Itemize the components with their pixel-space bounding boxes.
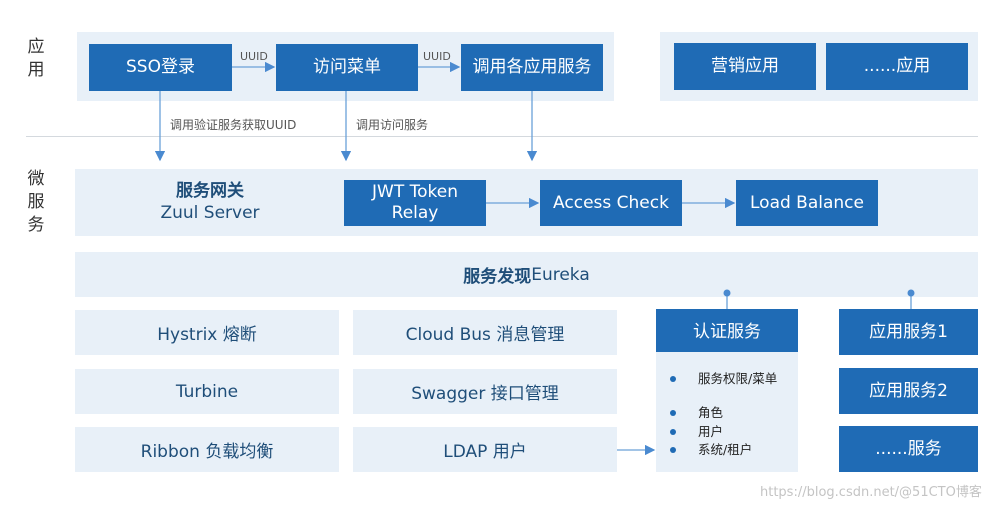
auth-service-box: 认证服务 (656, 309, 798, 355)
more-services-box: ......服务 (839, 426, 978, 472)
uuid-label: UUID (240, 50, 268, 63)
gateway-title-cn: 服务网关 (176, 181, 244, 201)
swagger-box: Swagger 接口管理 (353, 369, 617, 414)
auth-items-list: 服务权限/菜单 角色 用户 系统/租户 (656, 352, 798, 472)
layer-label-app-char: 应 (27, 37, 45, 57)
turbine-box: Turbine (75, 369, 339, 414)
ldap-box: LDAP 用户 (353, 427, 617, 472)
more-apps-box: ......应用 (826, 43, 968, 90)
hystrix-box: Hystrix 熔断 (75, 310, 339, 355)
layer-label-micro-char: 务 (27, 215, 45, 235)
jwt-token-relay-box: JWT Token Relay (344, 180, 486, 226)
service-discovery-band: 服务发现 Eureka (75, 252, 978, 297)
load-balance-box: Load Balance (736, 180, 878, 226)
layer-label-app: 应 用 (26, 36, 46, 82)
discovery-title-rest: Eureka (531, 264, 590, 285)
app-service-2-box: 应用服务2 (839, 368, 978, 414)
watermark: https://blog.csdn.net/@51CTO博客 (760, 485, 982, 500)
layer-label-micro-char: 服 (27, 192, 45, 212)
marketing-app-box: 营销应用 (674, 43, 816, 90)
gateway-title-en: Zuul Server (160, 203, 260, 223)
uuid-label: UUID (423, 50, 451, 63)
gateway-title: 服务网关 Zuul Server (140, 180, 280, 224)
ribbon-box: Ribbon 负载均衡 (75, 427, 339, 472)
discovery-title-bold: 服务发现 (463, 267, 532, 287)
note-access-service: 调用访问服务 (356, 118, 429, 132)
layer-label-app-char: 用 (27, 60, 45, 80)
note-get-uuid: 调用验证服务获取UUID (170, 118, 297, 132)
access-menu-box: 访问菜单 (276, 44, 418, 91)
svc-connector-dot (907, 289, 915, 297)
layer-label-microservice: 微 服 务 (26, 168, 46, 237)
call-app-services-box: 调用各应用服务 (461, 44, 603, 91)
access-check-box: Access Check (540, 180, 682, 226)
layer-divider (26, 136, 978, 137)
layer-label-micro-char: 微 (27, 169, 45, 189)
app-service-1-box: 应用服务1 (839, 309, 978, 355)
sso-login-box: SSO登录 (89, 44, 232, 91)
cloud-bus-box: Cloud Bus 消息管理 (353, 310, 617, 355)
auth-connector-dot (723, 289, 731, 297)
